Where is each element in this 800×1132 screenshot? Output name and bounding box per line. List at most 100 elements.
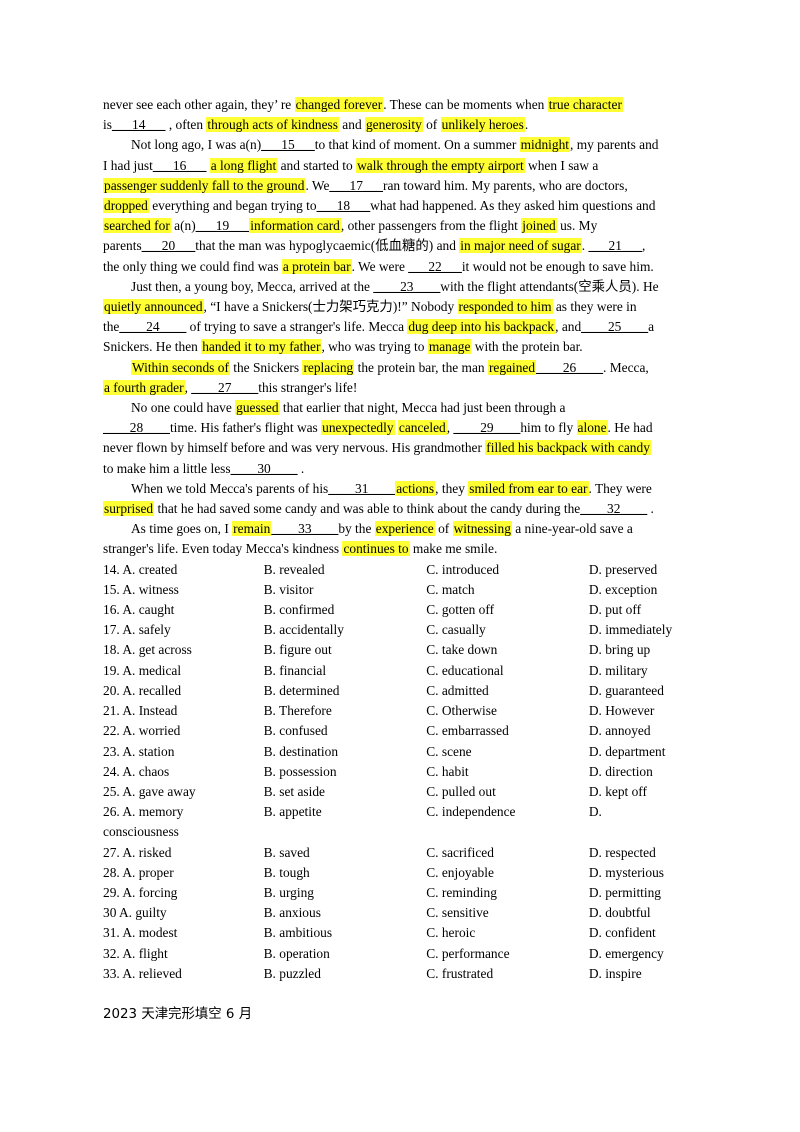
blank-number: ___21___	[588, 238, 643, 254]
option-choice: D. preserved	[588, 561, 658, 577]
option-choice: 20. A. recalled	[103, 682, 182, 698]
passage-text: . He had	[607, 420, 653, 436]
blank-number: ___18___	[316, 198, 371, 214]
highlighted-phrase: regained	[487, 359, 537, 375]
option-choice	[589, 822, 688, 842]
option-choice: B. confirmed	[263, 602, 335, 618]
option-choice: B. accidentally	[263, 622, 344, 638]
highlighted-phrase: replacing	[302, 359, 355, 375]
option-choice: 31. A. modest	[103, 925, 178, 941]
passage-text: I had just	[103, 157, 153, 173]
passage-text: the	[103, 319, 120, 335]
option-choice: C. match	[426, 581, 475, 597]
option-choice: C. frustrated	[426, 965, 494, 981]
option-choice: B. puzzled	[263, 965, 321, 981]
passage-text: , other passengers from the flight	[340, 218, 522, 234]
passage-text: to make him a little less	[103, 460, 231, 476]
option-choice: D. mysterious	[588, 864, 664, 880]
option-choice: D. exception	[588, 581, 658, 597]
passage-text: parents	[103, 238, 142, 254]
option-choice: D. department	[588, 743, 666, 759]
passage-line: passenger suddenly fall to the ground. W…	[103, 176, 688, 196]
passage-text: , who was trying to	[321, 339, 428, 355]
option-choice: B. saved	[263, 844, 310, 860]
option-choice: 30 A. guilty	[103, 905, 167, 921]
blank-number: ____27____	[191, 379, 259, 395]
blank-number: ____28____	[103, 420, 170, 436]
option-choice: B. possession	[263, 763, 337, 779]
blank-number: ___14___	[111, 117, 166, 133]
option-choice: C. independence	[426, 804, 516, 820]
passage-text: , often	[165, 117, 207, 133]
highlighted-phrase: true character	[547, 97, 623, 112]
passage-text: Just then, a young boy, Mecca, arrived a…	[131, 278, 374, 294]
option-choice: B. determined	[263, 682, 340, 698]
passage-text: No one could have	[131, 400, 236, 416]
highlighted-phrase: searched for	[103, 218, 171, 234]
highlighted-phrase: a long flight	[209, 157, 278, 173]
option-choice: C. take down	[426, 642, 498, 658]
option-choice: 18. A. get across	[103, 642, 192, 658]
option-choice: 14. A. created	[103, 561, 178, 577]
option-choice: D. emergency	[588, 945, 664, 961]
passage-text: ran toward him. My parents, who are doct…	[382, 177, 628, 193]
passage-text: never flown by himself before and was ve…	[103, 440, 486, 456]
option-choice: 26. A. memory	[103, 804, 184, 820]
passage-text: never see each other again, they’ re	[103, 97, 295, 112]
option-choice: 23. A. station	[103, 743, 175, 759]
passage-text: this stranger's life!	[258, 379, 358, 395]
passage-text: . They were	[588, 480, 652, 496]
passage-line: to make him a little less____30____ .	[103, 459, 688, 479]
option-choice: B. anxious	[263, 905, 321, 921]
blank-number: ____32____	[580, 501, 648, 517]
option-choice: C. enjoyable	[426, 864, 494, 880]
highlighted-phrase: unexpectedly	[321, 420, 395, 436]
blank-number: ___17___	[329, 177, 383, 193]
highlighted-phrase: a fourth grader	[103, 379, 185, 395]
option-choice: C. admitted	[426, 682, 489, 698]
passage-line: dropped everything and began trying to__…	[103, 196, 688, 216]
highlighted-phrase: dropped	[103, 198, 149, 214]
highlighted-phrase: dug deep into his backpack	[407, 319, 556, 335]
highlighted-phrase: alone	[576, 420, 608, 436]
option-choice: consciousness	[103, 824, 179, 840]
passage-text: us. My	[556, 218, 598, 234]
highlighted-phrase: guessed	[235, 400, 280, 416]
blank-number: ____29____	[453, 420, 521, 436]
option-choice: B. ambitious	[263, 925, 333, 941]
option-choice: B. Therefore	[263, 703, 332, 719]
option-choice: C. habit	[426, 763, 469, 779]
option-choice: B. set aside	[263, 783, 325, 799]
passage-line: surprised that he had saved some candy a…	[103, 499, 688, 519]
passage-text: with the flight attendants(空乘人员). He	[440, 278, 659, 294]
option-choice: 33. A. relieved	[103, 965, 182, 981]
document-footer: 2023 天津完形填空 6 月	[103, 1007, 253, 1022]
passage-text: as they were in	[552, 299, 637, 315]
passage-line: never see each other again, they’ re cha…	[103, 95, 688, 115]
passage-text: .	[297, 460, 305, 476]
passage-text: , and	[555, 319, 582, 335]
passage-line: As time goes on, I remain____33____by th…	[103, 519, 688, 539]
option-choice: 22. A. worried	[103, 723, 181, 739]
option-choice: D. However	[588, 703, 655, 719]
option-choice: 17. A. safely	[103, 622, 171, 638]
passage-line: Within seconds of the Snickers replacing…	[103, 358, 688, 378]
blank-number: ____30____	[230, 460, 298, 476]
highlighted-phrase: smiled from ear to ear	[468, 480, 589, 496]
option-choice: D. direction	[588, 763, 653, 779]
passage-text: the protein bar, the man	[354, 359, 488, 375]
passage-line: I had just___16___ a long flight and sta…	[103, 156, 688, 176]
passage-text: by the	[338, 521, 375, 537]
highlighted-phrase: in major need of sugar	[459, 238, 582, 254]
highlighted-phrase: experience	[374, 521, 435, 537]
